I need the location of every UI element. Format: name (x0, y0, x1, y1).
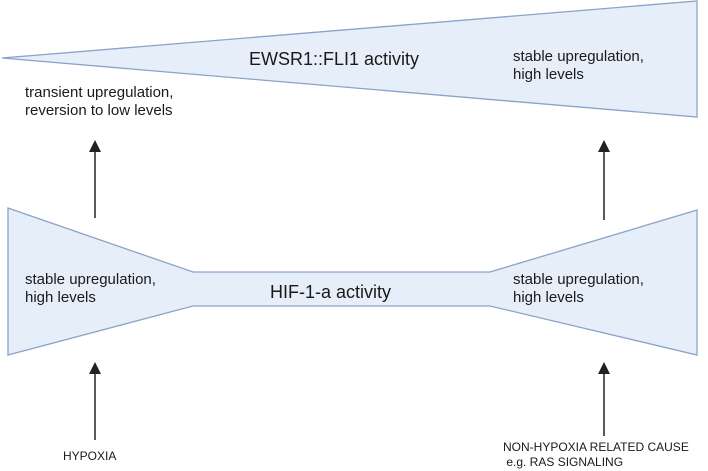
ewsr1-fli1-wedge (1, 0, 698, 118)
ewsr1-left-line-2: reversion to low levels (25, 102, 173, 119)
ewsr1-right-label: stable upregulation, high levels (513, 48, 644, 84)
ewsr1-left-label: transient upregulation, reversion to low… (25, 84, 173, 120)
cause-hypoxia: HYPOXIA (63, 449, 116, 464)
ewsr1-left-line-1: transient upregulation, (25, 84, 174, 101)
ewsr1-fli1-title: EWSR1::FLI1 activity (249, 49, 420, 69)
cause-right-line-1: NON-HYPOXIA RELATED CAUSE (503, 440, 689, 454)
ewsr1-right-line-1: stable upregulation, (513, 48, 644, 65)
hif-left-line-1: stable upregulation, (25, 271, 156, 288)
hif-left-label: stable upregulation, high levels (25, 271, 156, 307)
hif-1a-bowtie (7, 207, 698, 356)
hif-1a-title: HIF-1-a activity (270, 282, 392, 302)
cause-right-line-2: e.g. RAS SIGNALING (503, 455, 624, 469)
hif-right-line-1: stable upregulation, (513, 271, 644, 288)
hif-right-label: stable upregulation, high levels (513, 271, 644, 307)
cause-left-line-1: HYPOXIA (63, 449, 117, 463)
ewsr1-right-line-2: high levels (513, 66, 584, 83)
cause-non-hypoxia: NON-HYPOXIA RELATED CAUSE e.g. RAS SIGNA… (503, 440, 689, 470)
hif-left-line-2: high levels (25, 289, 96, 306)
hif-right-line-2: high levels (513, 289, 584, 306)
